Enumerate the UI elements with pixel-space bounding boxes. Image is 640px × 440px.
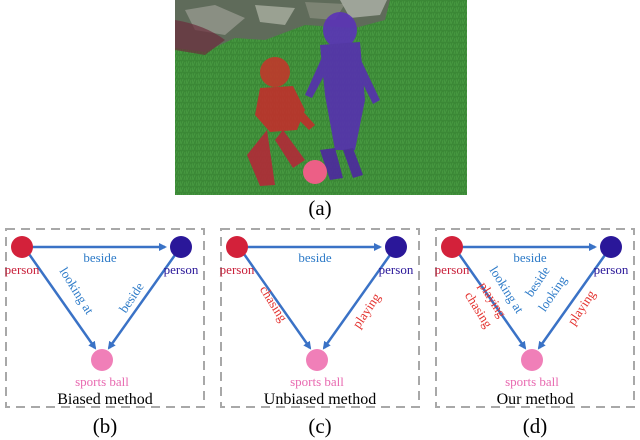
node-person-right [385, 236, 407, 258]
panel-ours: person person sports ball beside looking… [435, 228, 635, 408]
node-label-right: person [379, 262, 414, 277]
edge-left [27, 253, 97, 350]
node-sports-ball [306, 349, 328, 371]
node-label-left: person [435, 262, 470, 277]
method-label: Biased method [57, 391, 153, 408]
panel-frame [5, 228, 205, 408]
node-label-right: person [164, 262, 199, 277]
edge-left [242, 253, 312, 350]
node-sports-ball [91, 349, 113, 371]
node-person-left [226, 236, 248, 258]
edge-label-left: chasing [257, 283, 291, 325]
edge-right [322, 254, 392, 350]
edge-label-top: beside [513, 250, 546, 265]
graph-unbiased: person person sports ball beside chasing… [220, 228, 420, 408]
node-person-right [600, 236, 622, 258]
panel-caption-d: (d) [522, 414, 548, 438]
edge-left [457, 253, 527, 350]
panel-biased: person person sports ball beside looking… [5, 228, 205, 408]
node-sports-ball [521, 349, 543, 371]
node-label-ball: sports ball [75, 374, 129, 389]
node-label-ball: sports ball [505, 374, 559, 389]
edge-right [107, 254, 177, 350]
panel-caption-c: (c) [308, 414, 332, 438]
node-label-left: person [5, 262, 40, 277]
edge-right [537, 254, 607, 350]
panel-caption-b: (b) [92, 414, 118, 438]
panel-frame [435, 228, 635, 408]
scene-photo [175, 0, 467, 195]
node-person-left [11, 236, 33, 258]
edge-label-right: playing [349, 290, 384, 331]
edge-label-top: beside [83, 250, 116, 265]
method-label: Unbiased method [263, 391, 377, 408]
node-person-right [170, 236, 192, 258]
panel-unbiased: person person sports ball beside chasing… [220, 228, 420, 408]
method-label: Our method [496, 391, 574, 408]
edge-label-right: beside [116, 279, 147, 315]
graph-biased: person person sports ball beside looking… [5, 228, 205, 408]
edge-label-left: looking at [57, 264, 98, 317]
node-label-ball: sports ball [290, 374, 344, 389]
node-label-left: person [220, 262, 255, 277]
edge-label-top: beside [298, 250, 331, 265]
node-label-right: person [594, 262, 629, 277]
panel-frame [220, 228, 420, 408]
photo-caption: (a) [308, 196, 332, 220]
graph-ours: person person sports ball beside looking… [435, 228, 635, 408]
node-person-left [441, 236, 463, 258]
